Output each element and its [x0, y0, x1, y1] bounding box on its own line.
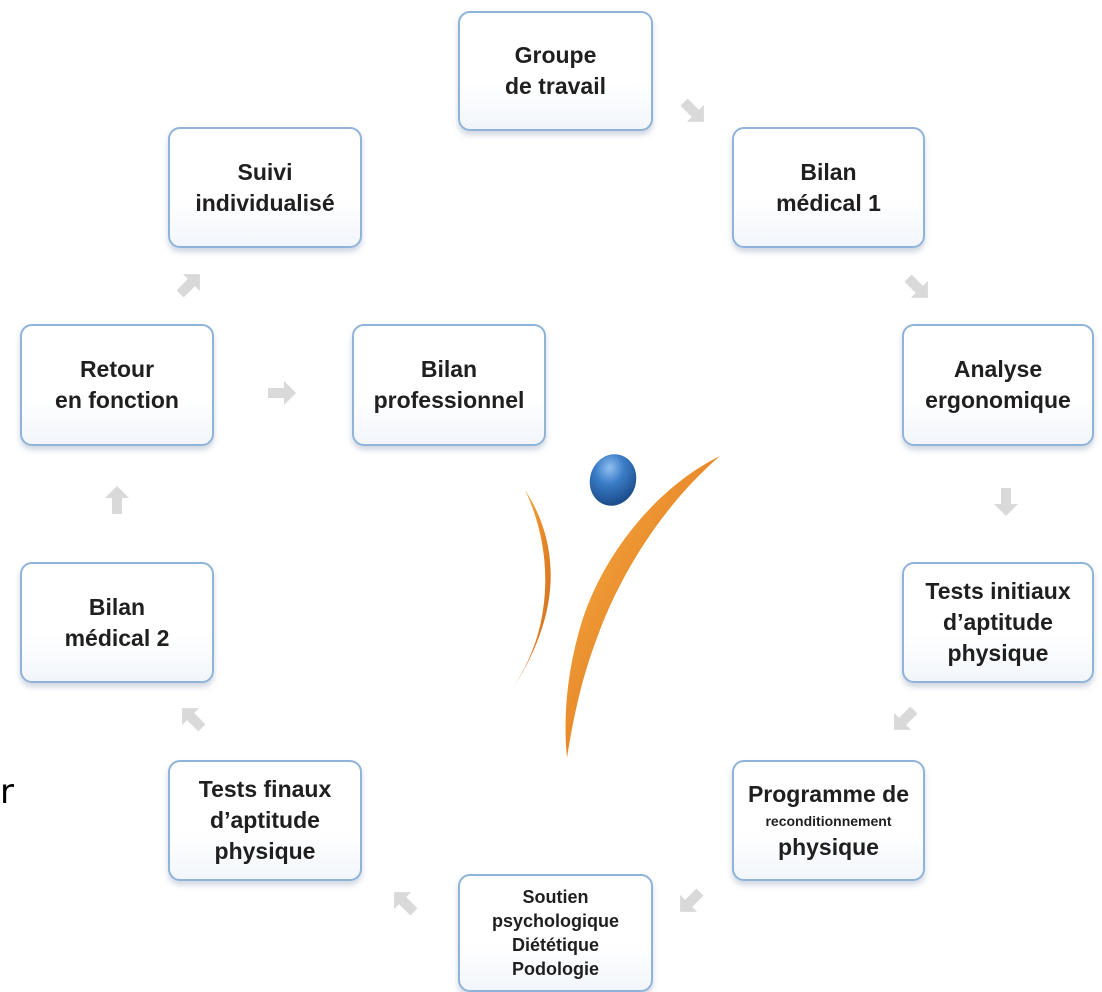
node-label-line: psychologique [491, 911, 619, 931]
arrow-up-left-icon [182, 708, 206, 732]
node-label-line: Programme de [747, 780, 910, 807]
node-label-line: reconditionnement [765, 812, 892, 829]
node-label-line: Diététique [511, 935, 599, 955]
arrow-down-left-icon [680, 888, 704, 912]
figure-head [589, 454, 637, 506]
node-bilan-medical-1: Bilan médical 1 [732, 127, 925, 248]
arrow-up-left-icon [394, 892, 418, 916]
person-logo-icon [513, 454, 720, 758]
node-label-line: Tests finaux [198, 776, 332, 802]
node-bilan-professionnel: Bilan professionnel [352, 324, 546, 446]
node-retour-en-fonction: Retour en fonction [20, 324, 214, 446]
node-tests-finaux: Tests finaux d’aptitude physique [168, 760, 362, 881]
node-programme-reconditionnement: Programme de reconditionnement physique [732, 760, 925, 881]
edge-text-fragment: r [0, 772, 14, 812]
node-label-line: d’aptitude [210, 807, 320, 833]
arrow-up-right-icon [176, 274, 200, 298]
node-label-line: Bilan [800, 158, 857, 185]
node-label-line: en fonction [55, 387, 179, 413]
arrow-down-left-icon [894, 706, 918, 730]
node-label-line: Groupe [514, 42, 597, 68]
node-label-line: médical 2 [64, 624, 170, 651]
node-label-line: individualisé [195, 189, 335, 216]
node-label-line: Bilan [88, 593, 146, 620]
node-label-line: d’aptitude [943, 609, 1053, 635]
node-label-line: de travail [505, 73, 606, 99]
arrow-up-icon [105, 486, 129, 514]
node-label-line: Soutien [522, 887, 589, 907]
arrow-down-icon [994, 488, 1018, 516]
node-label-line: Analyse [953, 356, 1043, 382]
node-label-line: physique [947, 640, 1049, 666]
arrow-right-icon [268, 381, 296, 405]
arrow-down-right-icon [680, 98, 704, 122]
node-label-line: physique [778, 833, 879, 860]
node-label-line: Tests initiaux [925, 578, 1071, 604]
figure-arm-stroke [513, 490, 551, 688]
node-label-line: Retour [79, 356, 155, 382]
node-label-line: médical 1 [776, 189, 881, 216]
node-bilan-medical-2: Bilan médical 2 [20, 562, 214, 683]
node-analyse-ergonomique: Analyse ergonomique [902, 324, 1094, 446]
node-label-line: Podologie [512, 959, 599, 979]
node-label-line: Suivi [237, 158, 293, 185]
node-label-line: ergonomique [925, 387, 1071, 413]
arrow-down-right-icon [904, 274, 928, 298]
node-label-line: physique [214, 838, 316, 864]
node-suivi-individualise: Suivi individualisé [168, 127, 362, 248]
node-label-line: professionnel [373, 387, 525, 413]
figure-body-stroke [565, 456, 720, 758]
node-tests-initiaux: Tests initiaux d’aptitude physique [902, 562, 1094, 683]
node-groupe-de-travail: Groupe de travail [458, 11, 653, 131]
node-label-line: Bilan [420, 356, 478, 382]
node-soutien: Soutien psychologique Diététique Podolog… [458, 874, 653, 992]
